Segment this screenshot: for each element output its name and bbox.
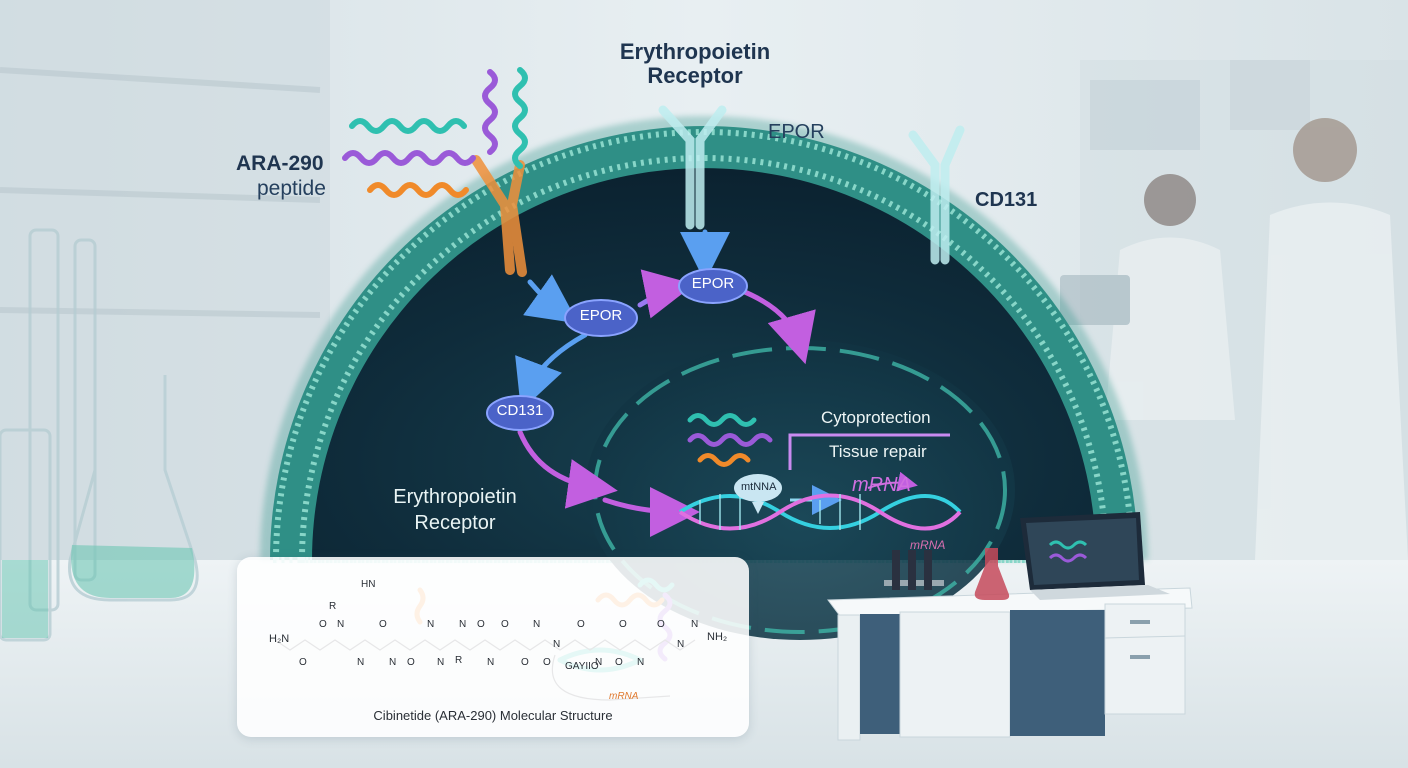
chem-nh2: NH₂ — [707, 631, 728, 643]
cd131-label-right: CD131 — [975, 189, 1038, 211]
atom-n: N — [437, 657, 445, 668]
atom-n: N — [595, 657, 603, 668]
ara290-label: ARA-290 — [236, 152, 324, 175]
atom-n: N — [357, 657, 365, 668]
chem-h2n: H₂N — [269, 633, 290, 645]
atom-n: N — [553, 639, 561, 650]
receptor-title-top: Erythropoietin Receptor — [619, 39, 771, 88]
chem-mrna: mRNA — [609, 691, 639, 702]
atom-n: N — [459, 619, 467, 630]
atom-o: O — [501, 619, 509, 630]
structure-caption: Cibinetide (ARA-290) Molecular Structure — [373, 708, 613, 723]
atom-o: O — [299, 657, 307, 668]
atom-n: N — [427, 619, 435, 630]
mrna-small-label: mRNA — [910, 538, 946, 552]
atom-o: O — [577, 619, 585, 630]
atom-o: O — [657, 619, 665, 630]
epor-label-top: EPOR — [768, 121, 825, 143]
tissue-repair-label: Tissue repair — [829, 442, 927, 461]
atom-o: O — [543, 657, 551, 668]
atom-n: N — [637, 657, 645, 668]
pill-epor-2: EPOR — [691, 275, 735, 292]
atom-n: N — [691, 619, 699, 630]
atom-o: O — [619, 619, 627, 630]
atom-o: O — [407, 657, 415, 668]
receptor-label-inner: Erythropoietin Receptor — [393, 486, 517, 534]
atom-o: O — [379, 619, 387, 630]
pill-cd131: CD131 — [496, 402, 544, 419]
atom-n: N — [337, 619, 345, 630]
atom-o: O — [521, 657, 529, 668]
cytoprotection-label: Cytoprotection — [821, 408, 931, 427]
atom-o: O — [319, 619, 327, 630]
chem-r2: R — [455, 655, 463, 666]
atom-o: O — [477, 619, 485, 630]
pill-epor-1: EPOR — [579, 307, 623, 324]
chem-gayiio: GAYIIO — [565, 661, 599, 672]
atom-n: N — [487, 657, 495, 668]
atom-o: O — [615, 657, 623, 668]
atom-n: N — [389, 657, 397, 668]
mrna-label: mRNA — [852, 474, 911, 496]
ara290-peptide-label: peptide — [257, 177, 326, 200]
molecular-structure-panel: H₂N NH₂ HN R R GAYIIO mRNA O N N O O N N… — [237, 557, 749, 737]
atom-n: N — [533, 619, 541, 630]
atom-n: N — [677, 639, 685, 650]
chem-hn: HN — [361, 579, 376, 590]
mtnna-label: mtNNA — [741, 481, 777, 493]
chem-r1: R — [329, 601, 337, 612]
